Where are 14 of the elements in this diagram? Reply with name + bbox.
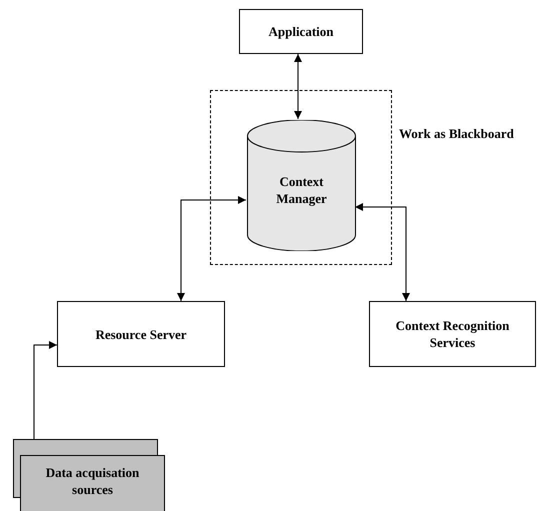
- process-box: [239, 9, 363, 54]
- node-label: Data acquisation sources: [44, 464, 140, 498]
- arrow: [177, 196, 246, 302]
- arrow: [34, 341, 58, 440]
- process-box: [57, 301, 225, 367]
- node-label: Application: [268, 23, 334, 40]
- node-label: Resource Server: [95, 326, 187, 342]
- stacked-box: [13, 439, 165, 511]
- arrow: [294, 54, 302, 120]
- process-box: [369, 301, 536, 367]
- node-label: Context Manager: [275, 172, 328, 206]
- node-label: Context Recognition Services: [394, 317, 510, 351]
- arrow: [354, 203, 410, 302]
- node-label: Work as Blackboard: [399, 125, 514, 142]
